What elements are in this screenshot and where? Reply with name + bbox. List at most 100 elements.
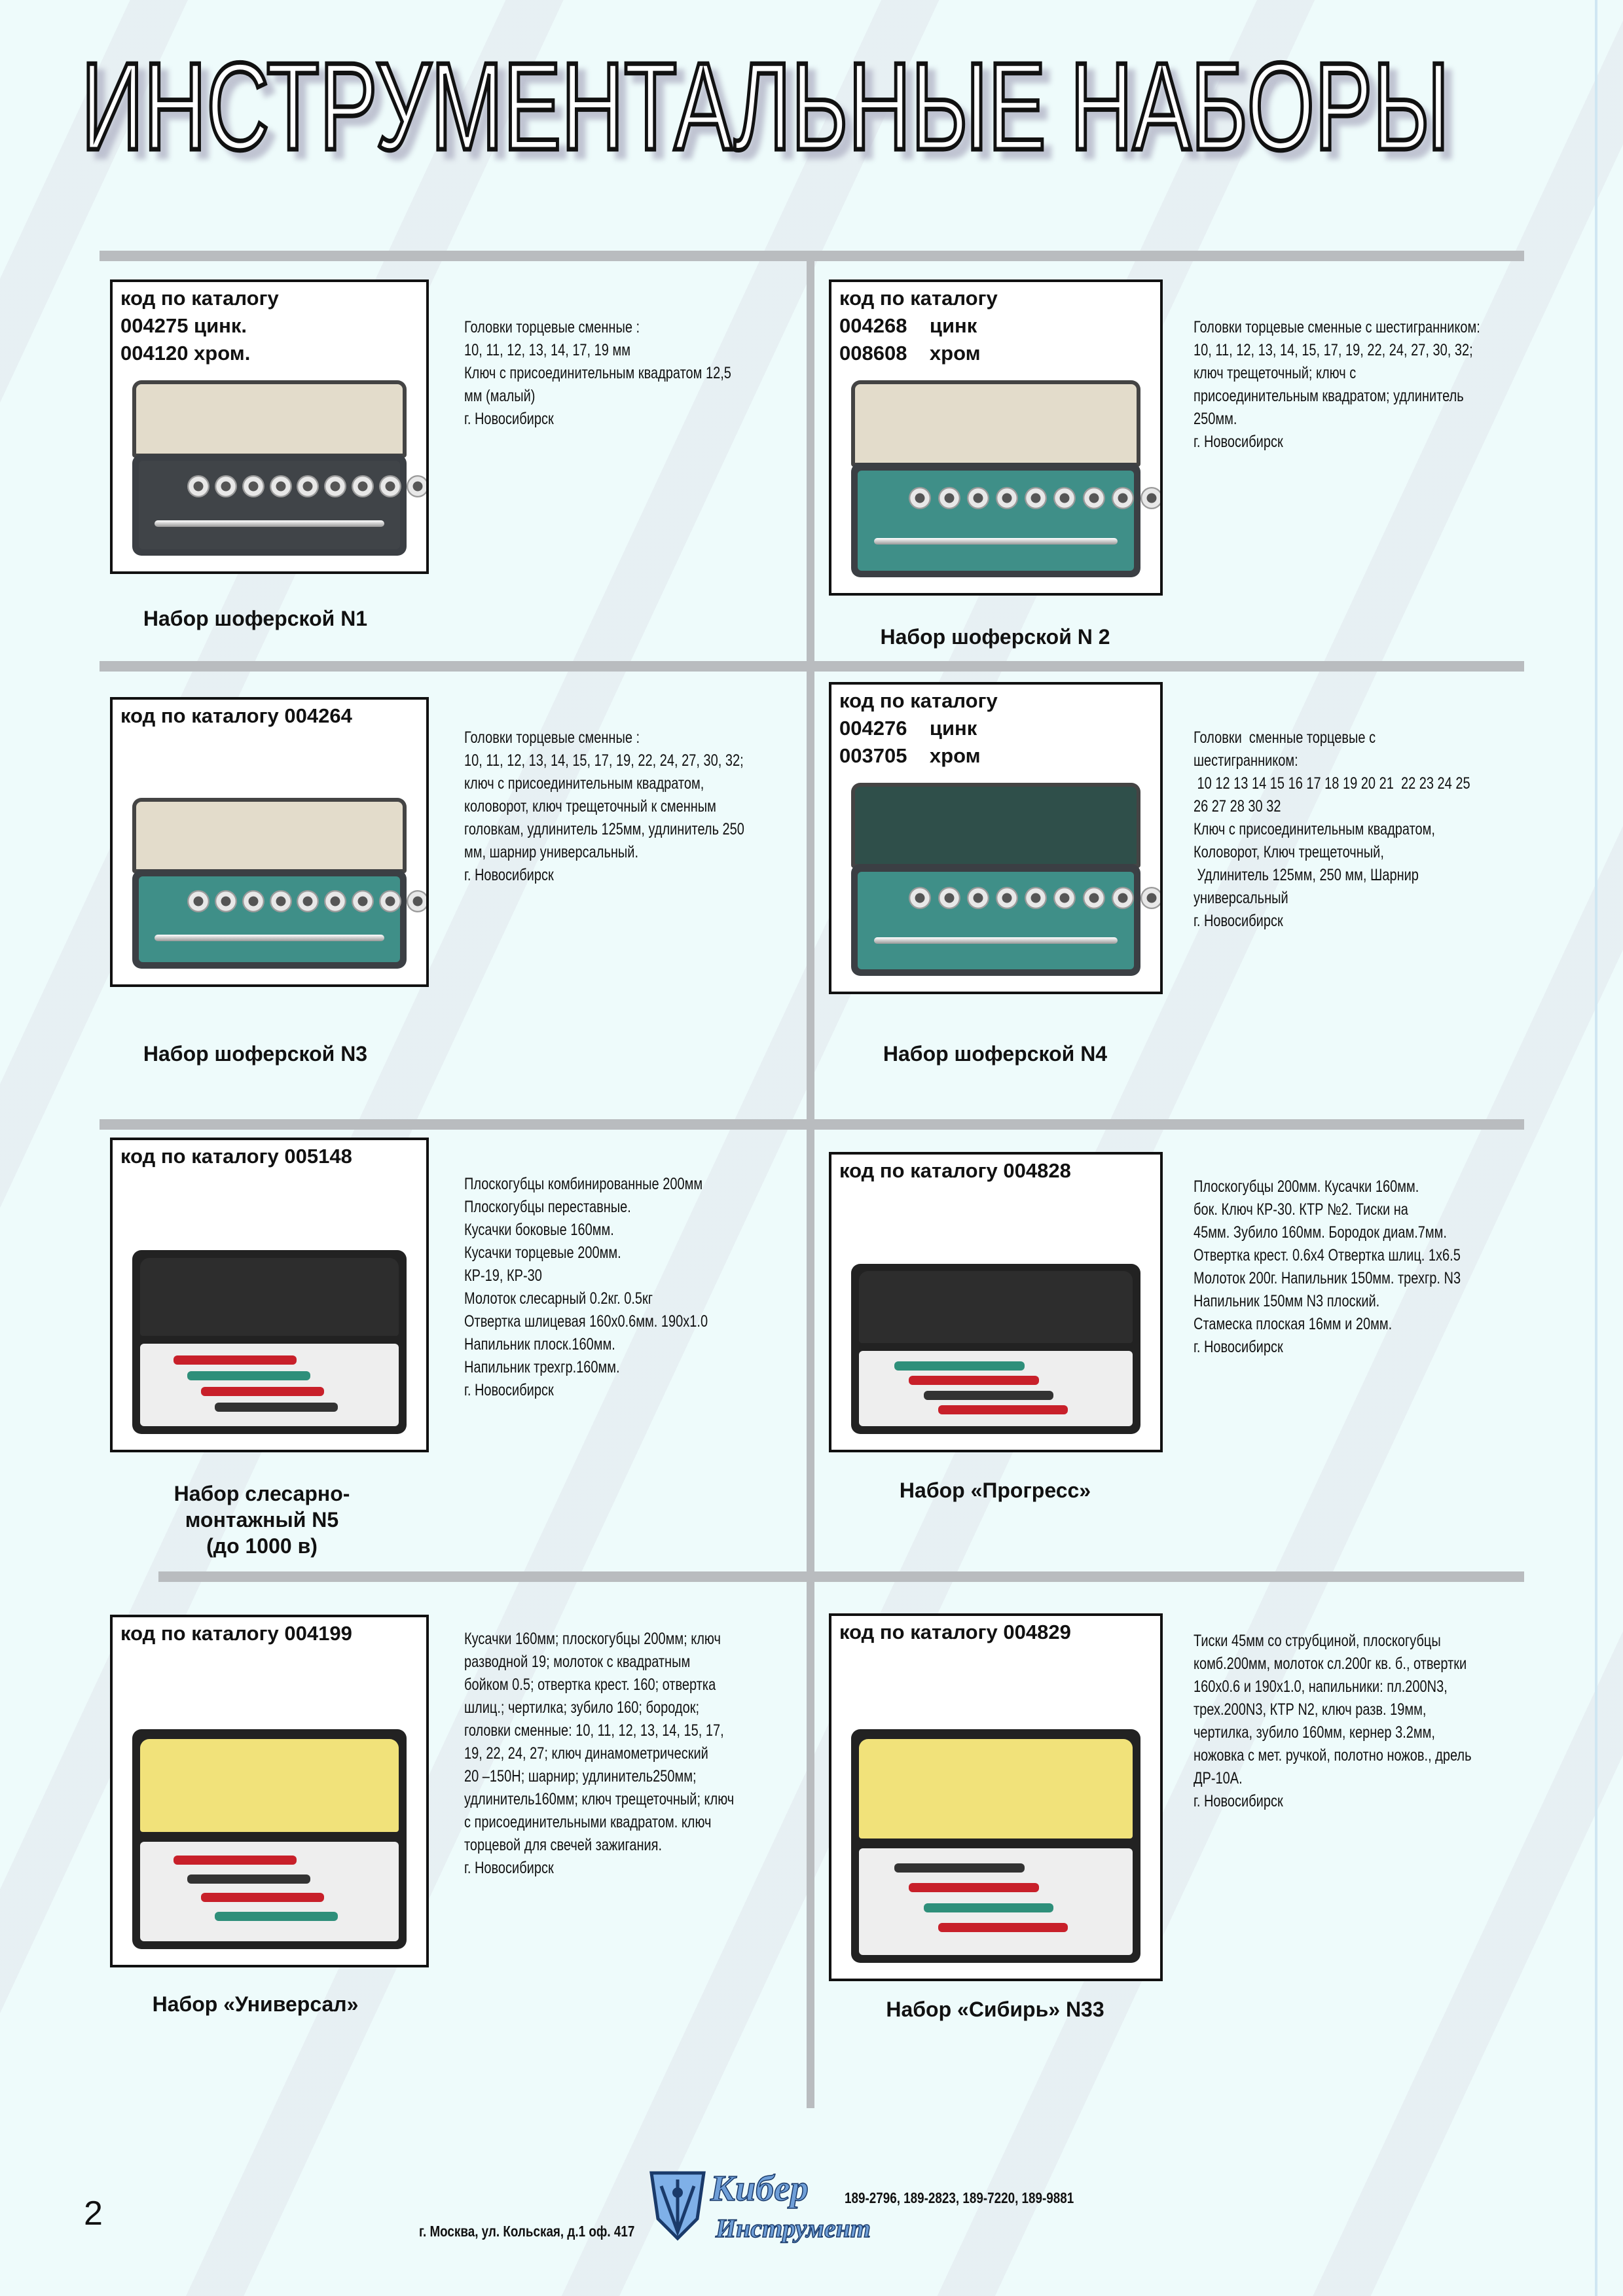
set-name: Набор шоферской N4 xyxy=(883,1042,1108,1066)
set-description: Головки торцевые сменные : 10, 11, 12, 13… xyxy=(464,726,784,887)
socket xyxy=(352,889,374,912)
product-card: код по каталогу 004275 цинк. 004120 хром… xyxy=(110,279,429,574)
socket xyxy=(242,889,264,912)
description-line: Молоток слесарный 0.2кг. 0.5кг xyxy=(464,1289,653,1308)
footer-address: г. Москва, ул. Кольская, д.1 оф. 417 xyxy=(419,2223,635,2240)
catalog-code: код по каталогу 004264 xyxy=(120,704,352,727)
brand-name: Кибер Инструмент xyxy=(710,2168,871,2243)
description-line: универсальный xyxy=(1194,889,1288,907)
description-line: ДР-10А. xyxy=(1194,1769,1243,1787)
case-lid xyxy=(859,1270,1133,1344)
socket xyxy=(1082,486,1105,509)
socket xyxy=(1082,887,1105,910)
catalog-code: код по каталогу 004199 xyxy=(120,1622,352,1645)
description-line: с присоединительными квадратом. ключ xyxy=(464,1813,712,1831)
socket xyxy=(1025,887,1048,910)
catalog-code: код по каталогу 004829 xyxy=(839,1621,1071,1643)
tool-handle xyxy=(173,1355,297,1365)
case-tray xyxy=(139,876,400,962)
description-line: Кусачки торцевые 200мм. xyxy=(464,1244,621,1262)
description-line: Тиски 45мм со струбциной, плоскогубцы xyxy=(1194,1632,1441,1650)
socket xyxy=(407,889,426,912)
case-lid xyxy=(851,380,1140,467)
description-line: Головки торцевые сменные : xyxy=(464,728,640,747)
set-name: Набор шоферской N3 xyxy=(143,1042,368,1066)
toolset-image xyxy=(132,798,426,969)
tool-handle xyxy=(187,1371,311,1381)
toolset-image xyxy=(851,1253,1140,1434)
product-card: код по каталогу 005148 xyxy=(110,1138,429,1452)
description-line: Головки торцевые сменные с шестиграннико… xyxy=(1194,318,1480,336)
description-line: Коловорот, Ключ трещеточный, xyxy=(1194,843,1384,861)
description-line: Молоток 200г. Напильник 150мм. трехгр. N… xyxy=(1194,1269,1461,1287)
socket xyxy=(909,887,932,910)
description-line: Отвертка крест. 0.6х4 Отвертка шлиц. 1х6… xyxy=(1194,1246,1461,1265)
socket xyxy=(1140,887,1160,910)
tool-handle xyxy=(909,1883,1040,1893)
socket xyxy=(938,887,960,910)
description-line: Головки сменные торцевые с xyxy=(1194,728,1376,747)
case-tray xyxy=(858,471,1134,571)
description-line: ключ трещеточный; ключ с xyxy=(1194,364,1357,382)
tool-handle xyxy=(200,1387,325,1397)
description-line: головки сменные: 10, 11, 12, 13, 14, 15,… xyxy=(464,1721,724,1740)
description-line: бок. Ключ КР-30. КТР №2. Тиски на xyxy=(1194,1200,1408,1219)
socket xyxy=(909,486,932,509)
row-divider xyxy=(158,1571,1524,1582)
extension-bar xyxy=(154,934,385,941)
socket xyxy=(996,887,1018,910)
description-line: мм, шарнир универсальный. xyxy=(464,843,639,861)
toolset-image xyxy=(132,1715,407,1949)
description-line: Плоскогубцы 200мм. Кусачки 160мм. xyxy=(1194,1177,1419,1196)
socket xyxy=(1111,486,1134,509)
socket xyxy=(187,475,210,497)
socket xyxy=(938,486,960,509)
description-line: Напильник плоск.160мм. xyxy=(464,1335,615,1354)
product-card: код по каталогу 004829 xyxy=(829,1613,1163,1981)
socket xyxy=(1111,887,1134,910)
set-name: Набор шоферской N1 xyxy=(143,607,368,630)
product-card: код по каталогу 004268 цинк 008608 хром xyxy=(829,279,1163,596)
socket xyxy=(297,475,319,497)
case-lid xyxy=(140,1257,399,1336)
toolset-image xyxy=(132,1238,407,1434)
socket xyxy=(966,887,989,910)
tool-handle xyxy=(214,1911,338,1921)
description-line: г. Новосибирск xyxy=(1194,433,1283,451)
description-line: 19, 22, 24, 27; ключ динамометрический xyxy=(464,1744,708,1763)
description-line: 10, 11, 12, 13, 14, 15, 17, 19, 22, 24, … xyxy=(464,751,744,770)
description-line: торцевой для свечей зажигания. xyxy=(464,1836,663,1854)
footer-phones: 189-2796, 189-2823, 189-7220, 189-9881 xyxy=(845,2189,1074,2206)
tool-handle xyxy=(938,1923,1068,1933)
tool-handle xyxy=(923,1903,1054,1912)
description-line: присоединительным квадратом; удлинитель xyxy=(1194,387,1464,405)
socket xyxy=(1053,887,1076,910)
description-line: г. Новосибирск xyxy=(1194,912,1283,930)
socket xyxy=(1025,486,1048,509)
toolset-image xyxy=(851,380,1160,577)
description-line: бойком 0.5; отвертка крест. 160; отвертк… xyxy=(464,1676,716,1694)
description-line: головкам, удлинитель 125мм, удлинитель 2… xyxy=(464,820,744,838)
tool-handle xyxy=(200,1893,325,1903)
description-line: г. Новосибирск xyxy=(464,1859,554,1877)
description-line: Удлинитель 125мм, 250 мм, Шарнир xyxy=(1194,866,1419,884)
socket xyxy=(297,889,319,912)
socket xyxy=(324,475,347,497)
socket xyxy=(379,475,402,497)
case-lid xyxy=(859,1739,1133,1839)
description-line: Ключ с присоединительным квадратом, xyxy=(1194,820,1435,838)
description-line: Плоскогубцы переставные. xyxy=(464,1198,631,1216)
description-line: 10, 11, 12, 13, 14, 15, 17, 19, 22, 24, … xyxy=(1194,341,1473,359)
description-line: Кусачки 160мм; плоскогубцы 200мм; ключ xyxy=(464,1630,721,1648)
socket xyxy=(214,889,237,912)
set-name: Набор «Сибирь» N33 xyxy=(886,1998,1104,2021)
toolset-image xyxy=(132,380,426,556)
description-line: ключ с присоединительным квадратом, xyxy=(464,774,704,793)
set-name: Набор шоферской N 2 xyxy=(880,625,1110,649)
set-name: Набор слесарно- монтажный N5 (до 1000 в) xyxy=(173,1482,350,1558)
catalog-code: код по каталогу 004276 цинк 003705 хром xyxy=(839,689,998,767)
description-line: Кусачки боковые 160мм. xyxy=(464,1221,614,1239)
case-lid xyxy=(132,380,407,457)
